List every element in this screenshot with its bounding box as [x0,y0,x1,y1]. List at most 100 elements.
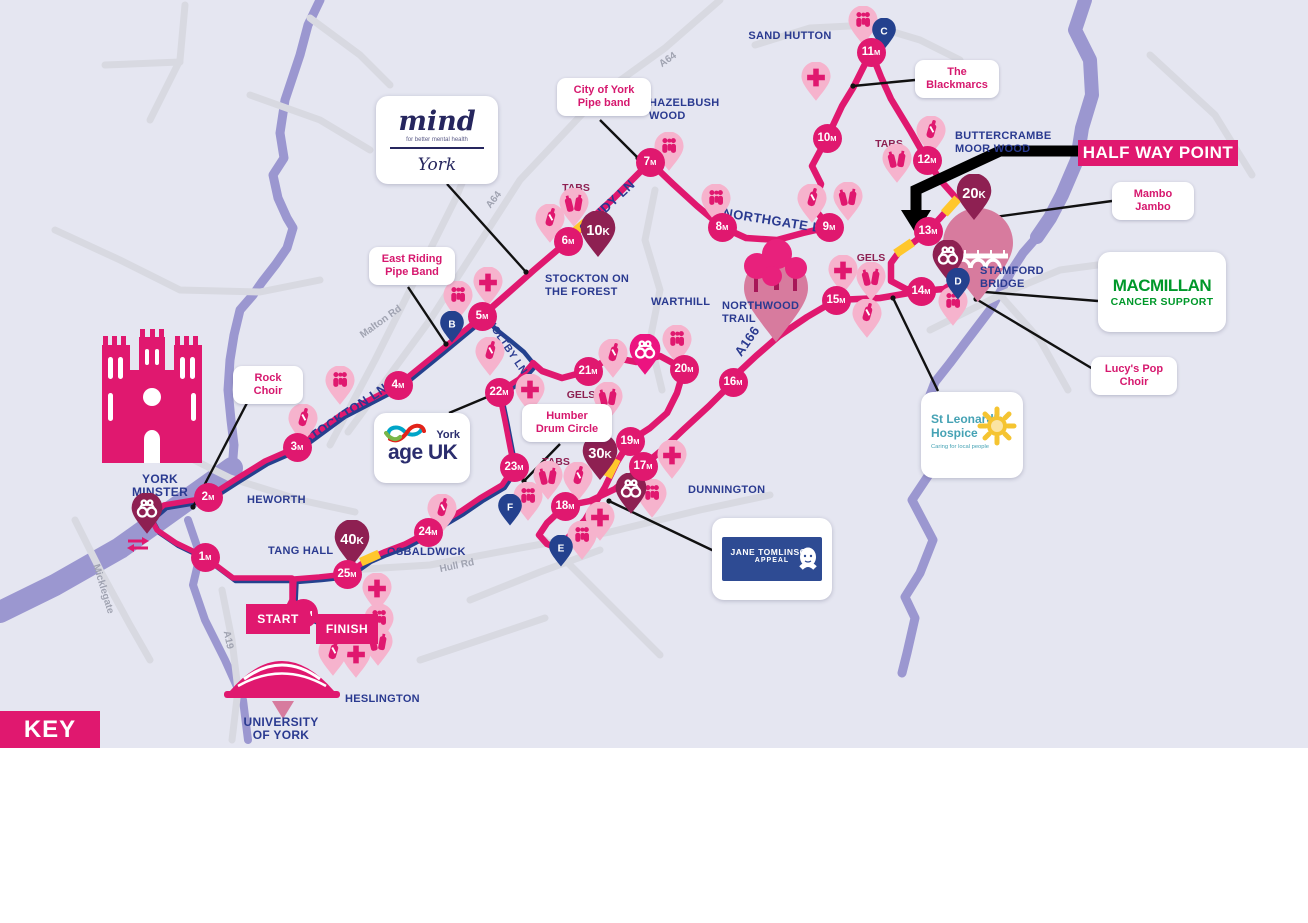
mile-marker: 15M [821,285,851,315]
start-banner: START [246,604,310,634]
macmillan-logo-line1: MACMILLAN [1112,276,1212,295]
stleonards-tagline: Caring for local people [931,444,990,450]
svg-text:40K: 40K [340,532,364,548]
timing-mat [940,195,962,217]
mile-marker: 22M [484,377,514,407]
mile-marker: 2M [193,482,223,512]
mile-marker: 20M [669,354,699,384]
road-label: Micklegate [90,562,116,616]
svg-text:D: D [954,276,961,287]
toilets-pin [661,324,693,368]
relay-changeover-marker: E [548,535,574,570]
sponsor-macmillan: MACMILLAN CANCER SUPPORT [1098,252,1226,332]
mile-marker: 21M [573,356,603,386]
place-label: HEWORTH [247,494,306,506]
relay-changeover-marker: F [497,494,523,529]
mile-marker: 25M [332,559,362,589]
drink-pin [597,338,629,382]
firstaid-pin [800,61,832,105]
mile-marker: 18M [550,491,580,521]
ageuk-region: York [436,429,460,441]
road-label: A64 [484,189,504,211]
finish-banner: FINISH [316,614,378,644]
svg-text:30K: 30K [588,446,612,462]
mile-marker: 16M [718,367,748,397]
road-label: Hull Rd [438,556,476,576]
place-label: SAND HUTTON [748,30,832,42]
mile-marker: 7M [635,147,665,177]
sponsor-mind-york: mind for better mental health York [376,96,498,184]
place-label: OSBALDWICK [387,546,466,558]
mile-marker: 12M [912,145,942,175]
macmillan-logo-line2: CANCER SUPPORT [1110,296,1214,308]
mile-marker: 4M [383,370,413,400]
road-label: A64 [657,50,679,70]
mile-marker: 13M [913,216,943,246]
firstaid-pin [656,439,688,483]
mile-marker: 8M [707,212,737,242]
firstaid-pin [827,254,859,298]
relay-changeover-marker: B [439,311,465,346]
km-marker: 20K [955,174,993,225]
community-pin [628,334,662,379]
fuel-station-label: GELS [566,389,596,401]
fuel-pin [881,143,913,187]
mile-marker: 10M [812,123,842,153]
mile-marker: 1M [190,542,220,572]
map-legend: Marathon route10 Mile routeTiming matMil… [0,748,1308,923]
svg-text:20K: 20K [962,186,986,202]
spectator-pin [130,493,164,538]
university-of-york-illustration [224,661,340,719]
toilets-pin [847,5,879,49]
fuel-pin [855,261,887,305]
toilets-pin [324,365,356,409]
jane-tomlinson-plate: JANE TOMLINSON APPEAL [722,537,822,581]
sunflower-icon [977,406,1017,446]
firstaid-pin [340,638,372,682]
mile-marker: 5M [467,301,497,331]
place-label: HESLINGTON [345,693,420,705]
mile-marker: 14M [906,276,936,306]
rail-station-icon [127,537,149,552]
toilets-pin [566,520,598,564]
firstaid-pin [361,572,393,616]
km-marker: 10K [579,211,617,262]
km-marker: 30K [581,434,619,485]
firstaid-pin [472,266,504,310]
mind-logo-text: mind [398,106,476,137]
jane-face-icon [799,547,817,570]
drink-pin [474,336,506,380]
drink-pin [915,115,947,159]
relay-changeover-marker: D [945,268,971,303]
svg-text:C: C [880,26,887,37]
place-label: DUNNINGTON [688,484,766,496]
fuel-pin [832,181,864,225]
km-marker: 40K [333,520,371,571]
mile-marker: 19M [615,426,645,456]
ageuk-logo-text: age UK [388,441,458,464]
mile-marker: 6M [553,226,583,256]
svg-text:B: B [448,319,455,330]
map-graphics [0,0,1256,744]
toilets-pin [512,481,544,525]
drink-pin [851,298,883,342]
road-label: A19 [220,629,236,651]
sponsor-age-uk-york: York age UK [374,413,470,483]
sponsor-jane-tomlinson-appeal: JANE TOMLINSON APPEAL [712,518,832,600]
mile-marker: 9M [814,212,844,242]
age-uk-loop-icon [384,423,426,443]
place-label: WARTHILL [651,296,711,308]
fuel-pin [558,187,590,231]
